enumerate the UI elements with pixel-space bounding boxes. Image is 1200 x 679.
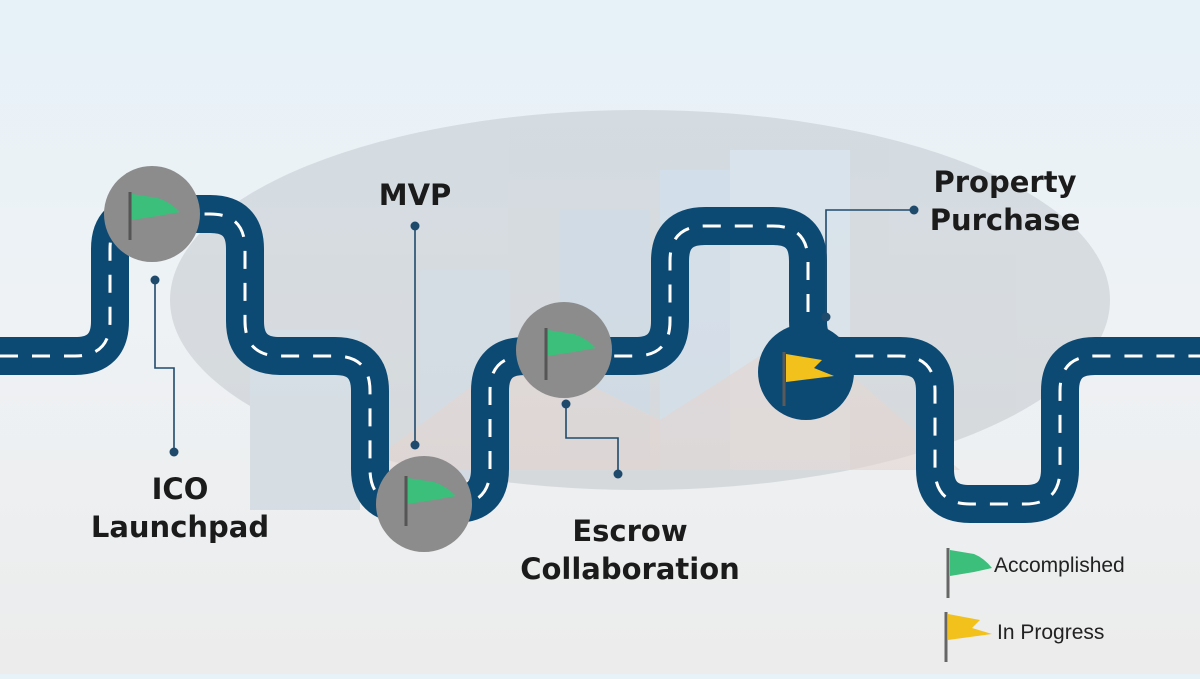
- milestone-node-mvp: [376, 456, 472, 552]
- connectors: [154, 209, 914, 474]
- milestone-label-mvp: MVP: [330, 176, 500, 214]
- legend-accomplished-label: Accomplished: [994, 554, 1125, 577]
- milestone-label-line: Escrow: [572, 514, 688, 548]
- legend-in-progress-icon: [944, 612, 992, 662]
- milestone-label-escrow: Escrow Collaboration: [490, 512, 770, 588]
- yellow-flag-icon: [782, 352, 834, 406]
- milestone-circle: [376, 456, 472, 552]
- road-center-dashes: [0, 212, 1200, 506]
- milestone-label-line: Property: [933, 165, 1077, 199]
- background-ellipse: [170, 110, 1110, 490]
- milestone-node-property: [758, 324, 854, 420]
- green-flag-icon: [404, 476, 456, 526]
- green-flag-icon: [544, 328, 596, 380]
- escrow-connector-line: [565, 404, 619, 474]
- milestone-label-line: ICO: [151, 472, 209, 506]
- legend-in-progress-label: In Progress: [997, 621, 1105, 644]
- milestone-label-line: Launchpad: [90, 510, 270, 544]
- property-connector-dot: [909, 205, 919, 215]
- escrow-connector-dot: [561, 399, 571, 409]
- property-connector-line: [825, 209, 914, 317]
- ico-connector-dot: [150, 275, 160, 285]
- mvp-connector-dot: [410, 221, 420, 231]
- ico-connector-dot: [169, 447, 179, 457]
- milestone-node-escrow: [516, 302, 612, 398]
- ico-connector-line: [154, 280, 175, 452]
- milestone-label-ico: ICO Launchpad: [70, 470, 290, 546]
- milestone-node-ico: [104, 166, 200, 262]
- property-connector-dot: [821, 312, 831, 322]
- milestone-label-line: Collaboration: [520, 552, 740, 586]
- mvp-connector-dot: [410, 440, 420, 450]
- milestone-label-line: MVP: [378, 178, 452, 212]
- connector-dots: [150, 205, 919, 479]
- green-flag-icon: [128, 192, 180, 240]
- escrow-connector-dot: [613, 469, 623, 479]
- legend-accomplished-icon: [946, 548, 992, 598]
- milestone-label-line: Purchase: [929, 203, 1081, 237]
- milestone-label-property: Property Purchase: [900, 163, 1110, 239]
